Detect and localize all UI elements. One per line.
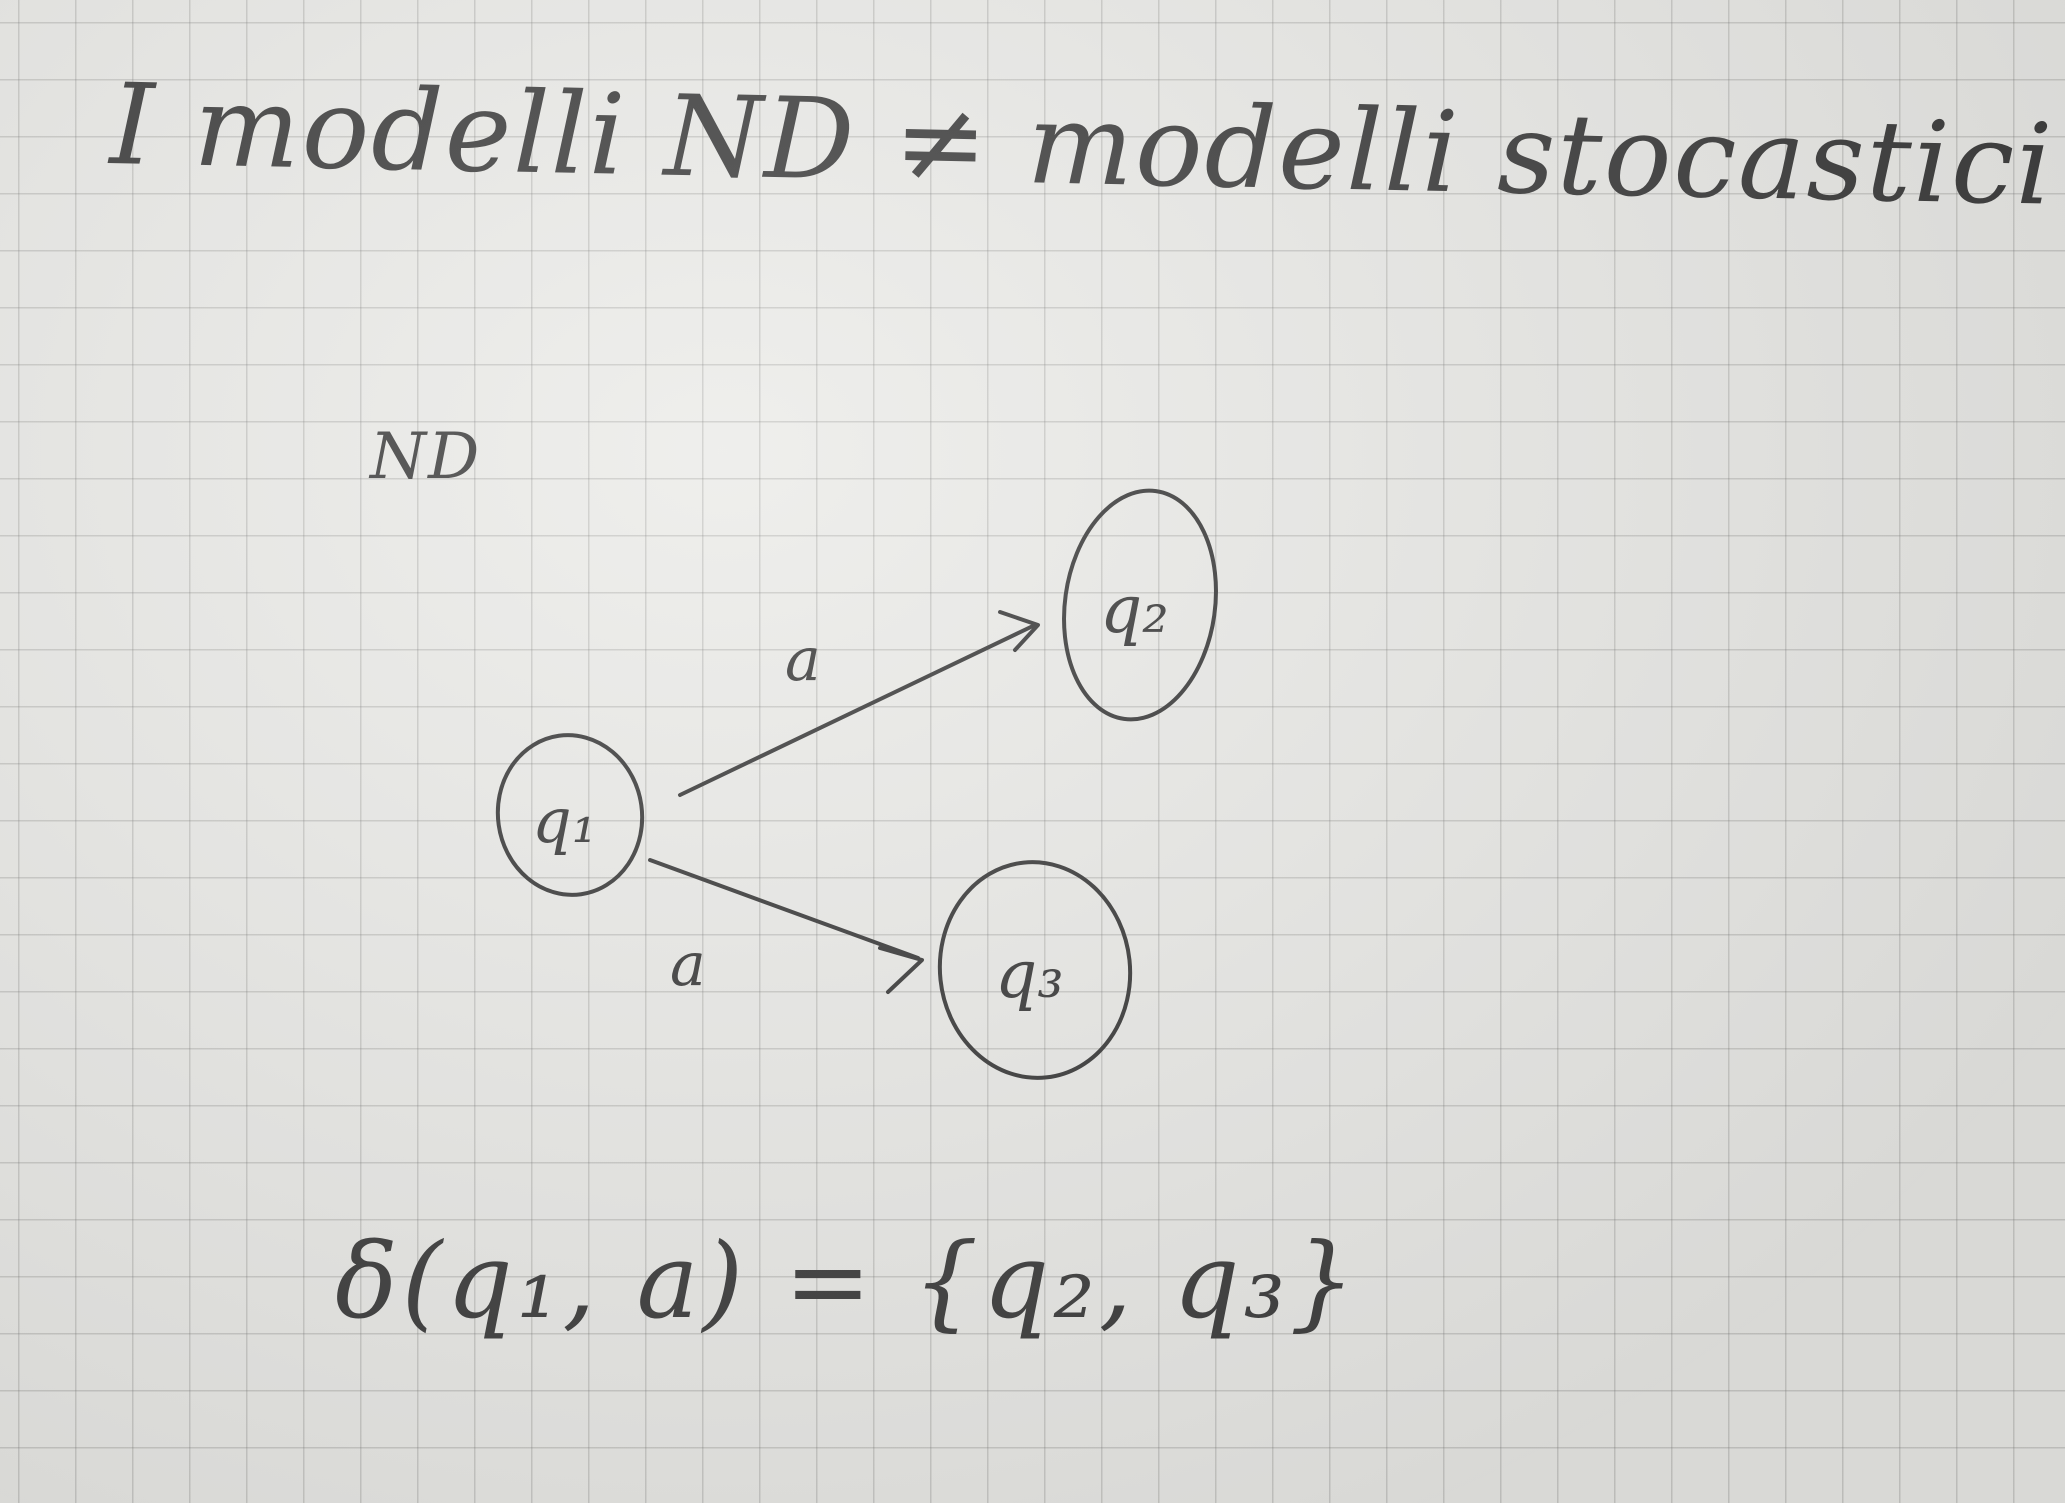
state-q2-label: q₂ [1100,571,1169,648]
transition-function-formula: δ(q₁, a) = {q₂, q₃} [335,1220,1360,1342]
transition-q1-q2: a [678,610,1040,797]
state-q3: q₃ [937,860,1133,1080]
arrowhead-q3 [878,946,924,994]
section-label: ND [370,420,482,494]
state-q1: q₁ [495,733,645,897]
state-q3-label: q₃ [995,936,1064,1013]
state-q2: q₂ [1062,488,1218,722]
transition-q1-q3: a [648,858,924,1000]
arrowhead-q2 [998,610,1040,652]
transition-q1-q3-label: a [670,930,706,1000]
state-q1-label: q₁ [532,784,597,857]
transition-q1-q2-label: a [785,625,821,695]
